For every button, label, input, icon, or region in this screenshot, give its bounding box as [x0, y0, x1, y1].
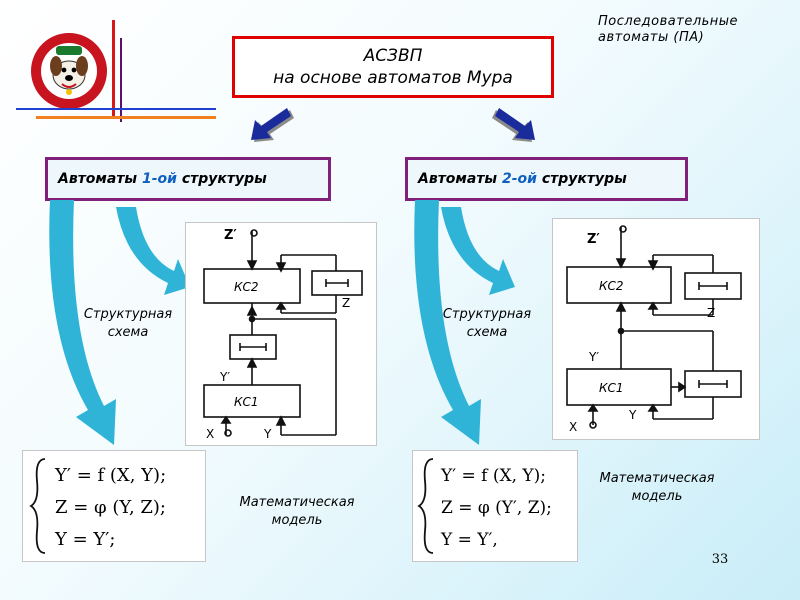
cyan-arrows-left: [49, 200, 190, 445]
diagram-2-x: X: [569, 420, 577, 434]
diagram-2-ks2: КС2: [599, 279, 624, 293]
logo-line-blue: [16, 108, 216, 110]
diagram-2-ks1: КС1: [599, 381, 624, 395]
structure-2-box: Автоматы 2-ой структуры: [405, 157, 688, 201]
structure-1-accent: 1-ой: [141, 171, 177, 187]
long-arrow-right: [414, 200, 481, 445]
diagram-2-z-out: Z′: [587, 232, 600, 247]
model-2-svg: Y′ = f (X, Y); Z = φ (Y′, Z); Y = Y′,: [417, 458, 552, 554]
structural-label-1-line2: схема: [107, 325, 149, 340]
page-number: 33: [711, 552, 729, 567]
diagram-2-panel: Z′ КС2 Z Y′ КС1 X Y: [552, 218, 760, 440]
model-1-eq3: Y = Y′;: [54, 529, 115, 550]
diagram-1-x: X: [206, 427, 214, 441]
short-arrow-left: [116, 207, 190, 295]
diagram-1-svg: Z′ КС2 Z Y′ КС1 X Y: [203, 228, 363, 441]
corner-note: Последовательные автоматы (ПА): [598, 14, 798, 46]
model-2-eq2: Z = φ (Y′, Z);: [441, 498, 552, 518]
math-label-1: Математическая модель: [212, 494, 382, 530]
diagram-2-z: Z: [707, 306, 715, 320]
structure-1-box: Автоматы 1-ой структуры: [45, 157, 331, 201]
diagram-1-ks1: КС1: [234, 395, 259, 409]
math-label-2: Математическая модель: [572, 470, 742, 506]
diagram-1-panel: Z′ КС2 Z Y′ КС1 X Y: [185, 222, 377, 446]
corner-note-line2: автоматы (ПА): [598, 30, 705, 45]
structure-1-prefix: Автоматы: [58, 171, 142, 187]
math-label-2-line1: Математическая: [599, 471, 715, 486]
model-1-eq1: Y′ = f (X, Y);: [54, 465, 166, 486]
arrow-down-left-icon: [250, 108, 296, 144]
logo-line-red: [112, 20, 115, 118]
structure-2-accent: 2-ой: [501, 171, 537, 187]
math-label-1-line1: Математическая: [239, 495, 355, 510]
structural-label-1-line1: Структурная: [83, 307, 173, 322]
long-arrow-left: [49, 200, 116, 445]
model-2-eq1: Y′ = f (X, Y);: [440, 466, 546, 486]
diagram-1-z: Z: [342, 296, 350, 310]
title-box: АСЗВП на основе автоматов Мура: [232, 36, 554, 98]
model-1-eq2: Z = φ (Y, Z);: [55, 497, 166, 518]
register-z-block: [311, 270, 363, 296]
ks2-block-2: [566, 266, 672, 304]
math-label-1-line2: модель: [271, 513, 323, 528]
structural-label-2-line1: Структурная: [442, 307, 532, 322]
cyan-arrows-right: [414, 200, 515, 445]
diagram-2-svg: Z′ КС2 Z Y′ КС1 X Y: [566, 225, 742, 434]
diagram-2-y-prime: Y′: [588, 350, 599, 364]
math-label-2-line2: модель: [631, 489, 683, 504]
logo: [28, 30, 110, 112]
structure-2-prefix: Автоматы: [418, 171, 502, 187]
diagram-1-ks2: КС2: [234, 280, 259, 294]
title-line2: на основе автоматов Мура: [273, 68, 513, 88]
title-line1: АСЗВП: [363, 46, 423, 66]
diagram-2-y: Y: [628, 408, 637, 422]
model-1-svg: Y′ = f (X, Y); Z = φ (Y, Z); Y = Y′;: [29, 458, 166, 554]
arrow-down-right-icon: [490, 108, 536, 144]
model-2-panel: Y′ = f (X, Y); Z = φ (Y′, Z); Y = Y′,: [412, 450, 578, 562]
short-arrow-right: [441, 207, 515, 295]
structural-label-2: Структурная схема: [427, 306, 547, 342]
diagram-1-y-prime: Y′: [219, 370, 230, 384]
ks1-block: [203, 384, 301, 418]
structure-2-suffix: структуры: [536, 171, 627, 187]
structural-label-2-line2: схема: [466, 325, 508, 340]
diagram-1-y: Y: [263, 427, 272, 441]
logo-line-purple: [120, 38, 122, 122]
structural-label-1: Структурная схема: [68, 306, 188, 342]
structure-1-suffix: структуры: [176, 171, 267, 187]
register-y-block: [229, 334, 277, 360]
diagram-1-z-out: Z′: [224, 228, 237, 243]
logo-line-orange: [36, 116, 216, 119]
model-2-eq3: Y = Y′,: [440, 530, 498, 550]
model-1-panel: Y′ = f (X, Y); Z = φ (Y, Z); Y = Y′;: [22, 450, 206, 562]
corner-note-line1: Последовательные: [598, 14, 739, 29]
